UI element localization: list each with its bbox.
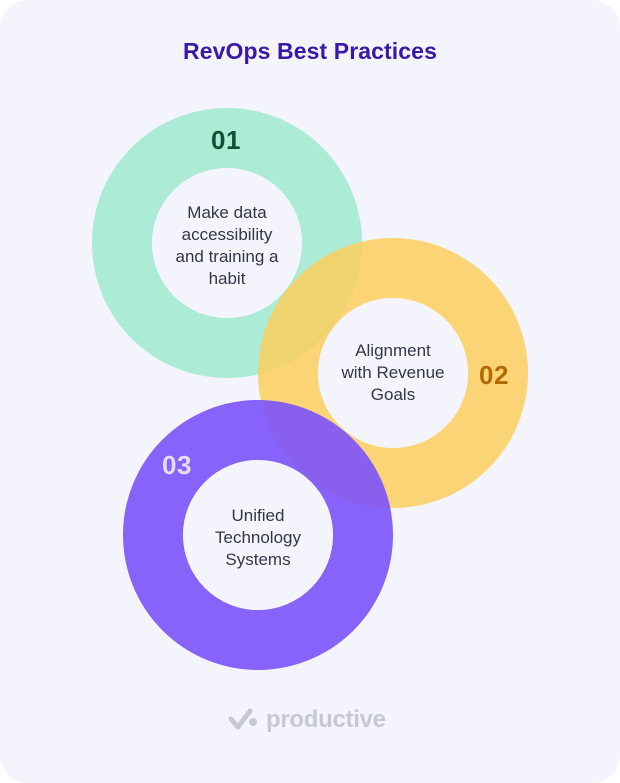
number-02: 02 <box>479 360 509 390</box>
item-03-line-3: Systems <box>225 550 291 569</box>
item-03-text: Unified Technology Systems <box>183 505 333 571</box>
item-02-line-2: with Revenue <box>341 363 445 382</box>
item-02-text: Alignment with Revenue Goals <box>318 340 468 406</box>
item-02-line-3: Goals <box>370 385 416 404</box>
item-01-line-3: and training a <box>175 247 279 266</box>
brand-name: productive <box>266 706 386 733</box>
ring-02 <box>258 238 528 508</box>
ring-01 <box>92 108 362 378</box>
brand-footer: productive <box>228 706 386 734</box>
item-02-line-1: Alignment <box>355 341 431 360</box>
item-03-line-2: Technology <box>214 528 301 547</box>
item-03-line-1: Unified <box>231 506 285 525</box>
ring-02-center <box>318 298 468 448</box>
item-01-line-2: accessibility <box>181 225 273 244</box>
item-01-line-1: Make data <box>187 203 267 222</box>
number-03: 03 <box>162 450 192 480</box>
ring-03-center <box>183 460 333 610</box>
page-title: RevOps Best Practices <box>183 38 437 64</box>
number-01: 01 <box>211 125 241 155</box>
ring-01-center <box>152 168 302 318</box>
ring-03 <box>123 400 393 670</box>
item-01-line-4: habit <box>208 269 246 288</box>
productive-logo-icon <box>228 708 257 730</box>
item-01-text: Make data accessibility and training a h… <box>152 202 302 290</box>
